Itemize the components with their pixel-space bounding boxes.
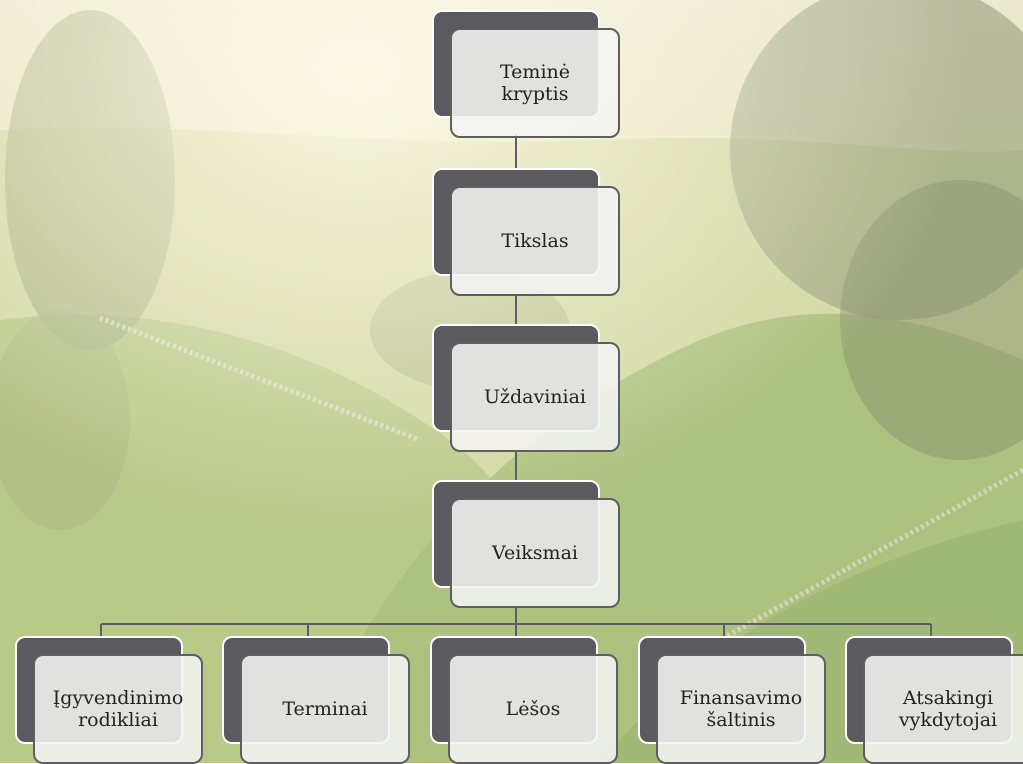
node-box: Tikslas: [450, 186, 620, 296]
node-label: Tikslas: [501, 230, 569, 252]
node-label: Veiksmai: [492, 542, 578, 564]
node-label: Lėšos: [505, 698, 561, 720]
node-box: Terminai: [240, 654, 410, 764]
node-atsakingi-vykdytojai: Atsakingi vykdytojai: [845, 636, 1023, 764]
node-label: Finansavimo šaltinis: [679, 687, 803, 731]
node-label: Teminė kryptis: [499, 61, 571, 105]
node-uzdaviniai: Uždaviniai: [432, 324, 620, 452]
node-tikslas: Tikslas: [432, 168, 620, 296]
node-label: Atsakingi vykdytojai: [898, 687, 998, 731]
node-box: Atsakingi vykdytojai: [863, 654, 1023, 764]
node-box: Uždaviniai: [450, 342, 620, 452]
node-label: Terminai: [282, 698, 368, 720]
node-box: Lėšos: [448, 654, 618, 764]
node-lesos: Lėšos: [430, 636, 618, 764]
node-box: Veiksmai: [450, 498, 620, 608]
node-veiksmai: Veiksmai: [432, 480, 620, 608]
node-terminai: Terminai: [222, 636, 410, 764]
node-igyvendinimo-rodikliai: Įgyvendinimo rodikliai: [15, 636, 203, 764]
node-box: Teminė kryptis: [450, 28, 620, 138]
node-box: Finansavimo šaltinis: [656, 654, 826, 764]
node-finansavimo-saltinis: Finansavimo šaltinis: [638, 636, 826, 764]
node-label: Įgyvendinimo rodikliai: [52, 687, 184, 731]
node-label: Uždaviniai: [483, 386, 587, 408]
node-box: Įgyvendinimo rodikliai: [33, 654, 203, 764]
node-temine-kryptis: Teminė kryptis: [432, 10, 620, 138]
